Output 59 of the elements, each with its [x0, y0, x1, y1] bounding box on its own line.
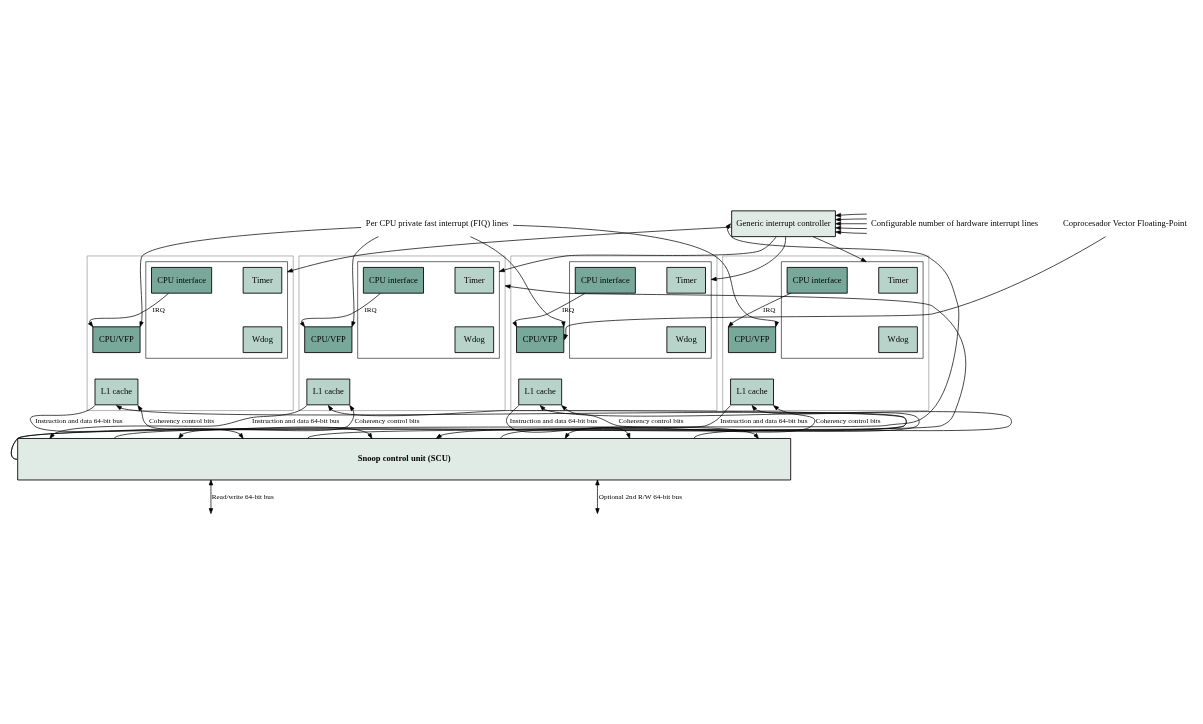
- node-box: Timer: [878, 266, 918, 294]
- arrow: [139, 226, 362, 327]
- arrow: [137, 404, 373, 439]
- arrow: [49, 404, 308, 439]
- node-text: Per CPU private fast interrupt (FIQ) lines: [365, 217, 509, 228]
- arrow: [564, 404, 816, 439]
- arrow: [835, 212, 868, 217]
- arrow: [287, 226, 732, 272]
- node-box: Wdog: [666, 325, 706, 353]
- node-box: L1 cache: [306, 378, 351, 405]
- arrow: [512, 292, 586, 327]
- node-box: Snoop control unit (SCU): [17, 437, 792, 480]
- node-box: Wdog: [242, 325, 283, 353]
- arrow: [835, 221, 868, 226]
- arrow: [561, 404, 759, 439]
- arrow: [728, 292, 792, 327]
- node-box: CPU/VFP: [92, 325, 141, 353]
- arrow: [835, 225, 868, 230]
- node-box: CPU interface: [574, 266, 636, 294]
- arrow: [812, 235, 867, 262]
- arrow: [436, 404, 731, 439]
- cluster: [781, 260, 924, 359]
- node-box: Wdog: [454, 325, 495, 353]
- arrow: [351, 235, 379, 327]
- arrow: [563, 235, 1106, 340]
- node-box: Generic interrupt controller: [731, 209, 836, 237]
- arrow: [512, 224, 779, 327]
- arrow: [539, 404, 1012, 439]
- node-box: Timer: [666, 266, 706, 294]
- arrow: [506, 404, 631, 439]
- node-box: L1 cache: [518, 378, 563, 405]
- arrow: [595, 479, 600, 514]
- node-box: CPU interface: [362, 266, 424, 294]
- node-box: CPU/VFP: [728, 325, 777, 353]
- cluster: [357, 260, 500, 359]
- arrow: [30, 404, 244, 439]
- arrow: [835, 216, 868, 222]
- node-box: Timer: [454, 266, 495, 294]
- node-box: CPU interface: [786, 266, 848, 294]
- arrow: [299, 292, 381, 327]
- node-text: Configurable number of hardware interrupt lines: [871, 217, 1039, 228]
- node-box: Timer: [242, 266, 283, 294]
- arrow: [208, 479, 214, 514]
- node-box: Wdog: [878, 325, 918, 353]
- node-box: L1 cache: [730, 378, 774, 405]
- arrow: [178, 404, 355, 439]
- node-text: Coprocesador Vector Floating-Point: [1063, 217, 1187, 228]
- arrow: [470, 235, 566, 327]
- cluster: [145, 260, 288, 359]
- arrow: [835, 229, 868, 234]
- arrow: [500, 404, 920, 439]
- arrow: [10, 283, 967, 460]
- node-box: L1 cache: [94, 378, 139, 405]
- node-box: CPU/VFP: [516, 325, 565, 353]
- arrow: [88, 292, 169, 327]
- arrow: [710, 235, 786, 281]
- arrow: [499, 235, 777, 272]
- node-box: CPU/VFP: [304, 325, 353, 353]
- node-box: CPU interface: [151, 266, 213, 294]
